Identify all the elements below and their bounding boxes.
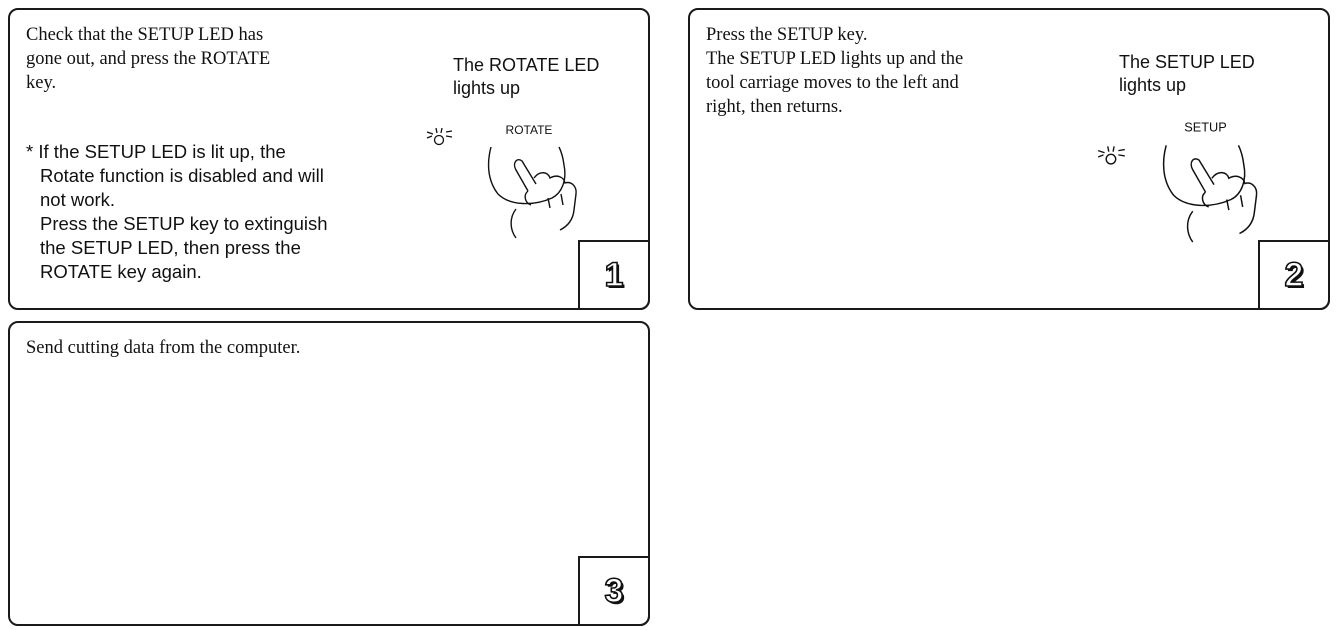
rotate-key-illustration: ROTATE [426, 123, 577, 239]
setup-key-label: SETUP [1184, 120, 1227, 135]
step-2-number-box: 2 [1258, 240, 1330, 310]
callout-line-2: lights up [453, 78, 521, 98]
led-lit-icon [1097, 146, 1125, 165]
step-2-callout: The SETUP LED lights up [1119, 51, 1255, 97]
step-2-line-3: tool carriage moves to the left and [706, 73, 959, 93]
setup-key-illustration: SETUP [1097, 120, 1258, 243]
step-1-line-2: gone out, and press the ROTATE [26, 49, 271, 69]
step-3-instructions: Send cutting data from the computer. [26, 336, 300, 360]
note-line-1: * If the SETUP LED is lit up, the [26, 141, 286, 162]
finger-pressing-key-icon [487, 146, 577, 239]
note-line-6: ROTATE key again. [40, 261, 202, 282]
step-2-panel: Press the SETUP key. The SETUP LED light… [688, 8, 1330, 310]
step-3-number-box: 3 [578, 556, 650, 626]
step-1-note: * If the SETUP LED is lit up, the Rotate… [26, 140, 328, 284]
note-line-3: not work. [40, 189, 116, 210]
step-1-line-1: Check that the SETUP LED has [26, 25, 264, 45]
step-2-line-4: right, then returns. [706, 97, 843, 117]
led-lit-icon [426, 127, 453, 146]
note-line-5: the SETUP LED, then press the [40, 237, 301, 258]
finger-pressing-key-icon [1162, 144, 1258, 243]
rotate-key-label: ROTATE [506, 123, 553, 137]
step-2-line-2: The SETUP LED lights up and the [706, 49, 964, 69]
step-1-instructions: Check that the SETUP LED has gone out, a… [26, 23, 270, 95]
step-3-number: 3 [604, 571, 625, 611]
note-line-4: Press the SETUP key to extinguish [40, 213, 328, 234]
step-1-number: 1 [604, 255, 625, 295]
step-1-panel: Check that the SETUP LED has gone out, a… [8, 8, 650, 310]
step-1-number-box: 1 [578, 240, 650, 310]
callout-line-2: lights up [1119, 75, 1187, 95]
step-2-number: 2 [1284, 255, 1305, 295]
step-3-line-1: Send cutting data from the computer. [26, 338, 301, 358]
step-3-panel: Send cutting data from the computer. 3 [8, 321, 650, 626]
step-2-line-1: Press the SETUP key. [706, 25, 868, 45]
note-line-2: Rotate function is disabled and will [40, 165, 324, 186]
step-1-line-3: key. [26, 73, 57, 93]
step-2-instructions: Press the SETUP key. The SETUP LED light… [706, 23, 963, 119]
callout-line-1: The ROTATE LED [453, 55, 600, 75]
step-1-callout: The ROTATE LED lights up [453, 54, 599, 100]
callout-line-1: The SETUP LED [1119, 52, 1255, 72]
